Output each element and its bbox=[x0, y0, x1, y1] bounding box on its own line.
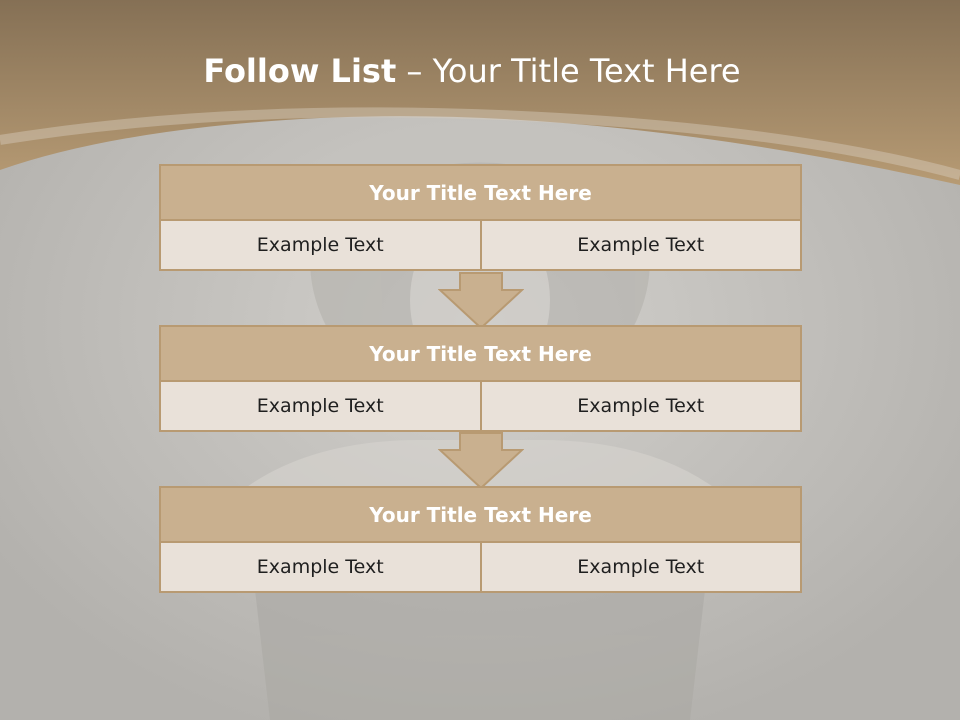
slide-title: Follow List – Your Title Text Here bbox=[0, 52, 944, 90]
step-1-row: Example Text Example Text bbox=[159, 221, 802, 271]
step-3-left-cell: Example Text bbox=[161, 543, 480, 591]
header-curve-highlight bbox=[0, 107, 960, 180]
step-2-title: Your Title Text Here bbox=[159, 325, 802, 382]
step-3-right-cell: Example Text bbox=[479, 543, 800, 591]
header-band bbox=[0, 0, 960, 185]
down-arrow-2 bbox=[438, 432, 524, 490]
step-block-1: Your Title Text Here Example Text Exampl… bbox=[159, 164, 802, 271]
step-1-title: Your Title Text Here bbox=[159, 164, 802, 221]
step-2-right-cell: Example Text bbox=[479, 382, 800, 430]
down-arrow-1 bbox=[438, 272, 524, 330]
step-2-left-cell: Example Text bbox=[161, 382, 480, 430]
slide-title-rest: – Your Title Text Here bbox=[396, 52, 741, 90]
slide-title-bold: Follow List bbox=[203, 52, 397, 90]
step-1-right-cell: Example Text bbox=[479, 221, 800, 269]
step-2-row: Example Text Example Text bbox=[159, 382, 802, 432]
step-block-2: Your Title Text Here Example Text Exampl… bbox=[159, 325, 802, 432]
step-3-title: Your Title Text Here bbox=[159, 486, 802, 543]
step-block-3: Your Title Text Here Example Text Exampl… bbox=[159, 486, 802, 593]
step-1-left-cell: Example Text bbox=[161, 221, 480, 269]
step-3-row: Example Text Example Text bbox=[159, 543, 802, 593]
